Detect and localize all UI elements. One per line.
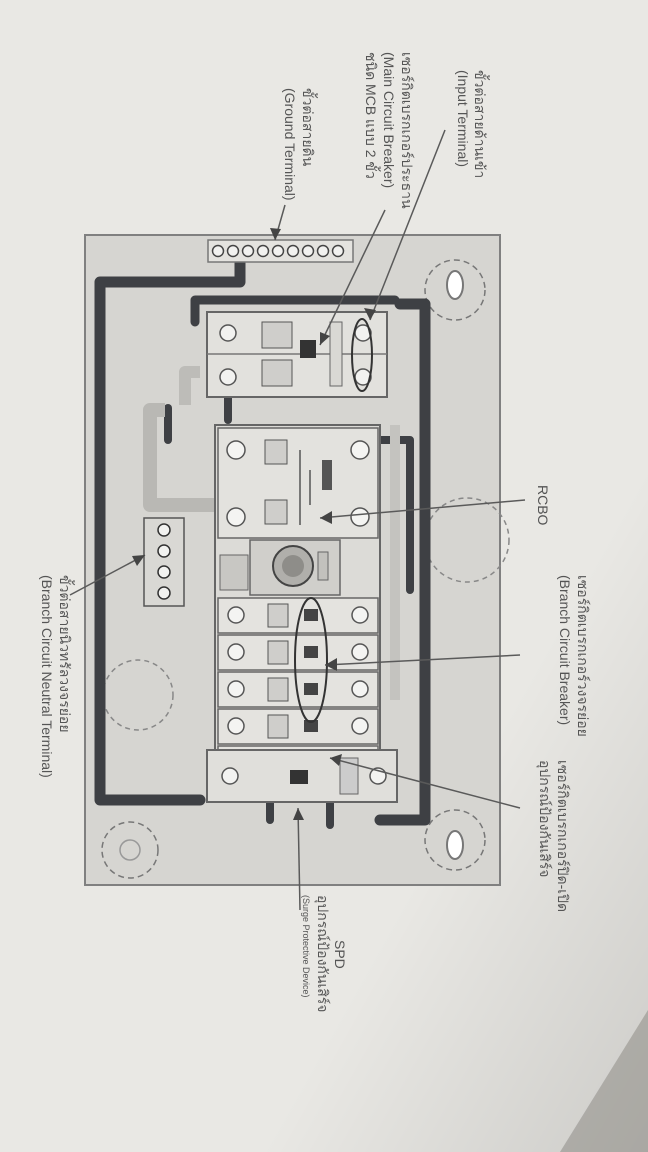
timer-device — [249, 539, 341, 596]
rcbo-device — [217, 427, 379, 539]
branch-breaker-module — [217, 671, 379, 708]
label-input-terminal-th: ขั้วต่อสายด้านเข้า — [472, 70, 490, 178]
label-ground-terminal-en: (Ground Terminal) — [282, 88, 298, 201]
main-circuit-breaker — [206, 311, 388, 398]
ground-screw — [301, 244, 315, 258]
branch-neutral-terminal-bar — [143, 517, 185, 607]
label-spd-th: อุปกรณ์ป้องกันเสิร์จ — [314, 895, 331, 1013]
label-ground-terminal-th: ขั้วต่อสายดิน — [300, 88, 318, 167]
leader-spd — [297, 807, 301, 911]
knockout-right — [424, 497, 510, 583]
cable-runs-light — [143, 366, 400, 700]
leader-main-breaker — [319, 209, 386, 346]
breaker-row — [214, 424, 381, 786]
mounting-hole-top-right — [424, 259, 486, 321]
label-neutral-en: (Branch Circuit Neutral Terminal) — [39, 575, 55, 778]
mounting-hole-bottom-right — [424, 809, 486, 871]
ground-screw — [316, 244, 330, 258]
label-rcbo: RCBO — [535, 485, 551, 526]
neutral-screw — [157, 565, 171, 579]
branch-breaker-highlight — [294, 597, 328, 723]
ground-screw — [271, 244, 285, 258]
arrow-heads — [132, 228, 376, 820]
branch-breaker-module — [217, 597, 379, 634]
spd-device — [206, 749, 398, 803]
label-main-breaker-type: ชนิด MCB แบบ 2 ขั้ว — [363, 52, 381, 179]
ground-terminal-bar — [207, 239, 354, 263]
ground-screw — [241, 244, 255, 258]
ground-screw — [256, 244, 270, 258]
label-spd-en: (Surge Protective Device) — [301, 895, 311, 998]
ground-screw — [211, 244, 225, 258]
leader-onoff — [329, 757, 521, 809]
ground-screw — [331, 244, 345, 258]
label-onoff-breaker-th2: อุปกรณ์ป้องกันเสิร์จ — [536, 760, 553, 878]
label-main-breaker-th: เซอร์กิตเบรกเกอร์ประธาน — [399, 52, 415, 209]
label-onoff-breaker-th1: เซอร์กิตเบรกเกอร์ปิด-เปิด — [555, 760, 571, 912]
knockout-bottom-left — [101, 821, 159, 879]
cable-runs — [94, 256, 431, 829]
label-main-breaker-en: (Main Circuit Breaker) — [381, 52, 397, 188]
neutral-screw — [157, 586, 171, 600]
leader-branch — [324, 654, 521, 666]
label-neutral-th: ขั้วต่อสายนิวทรัลวงจรย่อย — [57, 575, 75, 733]
leader-lines — [69, 129, 526, 911]
ground-screw — [226, 244, 240, 258]
leader-rcbo — [319, 499, 526, 519]
branch-breaker-module — [217, 634, 379, 671]
neutral-screw — [157, 544, 171, 558]
label-branch-breaker-th: เซอร์กิตเบรกเกอร์วงจรย่อย — [575, 575, 591, 737]
label-input-terminal-en: (Input Terminal) — [455, 70, 471, 167]
leader-neutral — [69, 554, 146, 596]
leader-input — [369, 129, 446, 321]
label-branch-breaker-en: (Branch Circuit Breaker) — [557, 575, 573, 725]
ground-screw — [286, 244, 300, 258]
label-spd: SPD — [332, 940, 348, 969]
neutral-screw — [157, 523, 171, 537]
branch-breaker-module — [217, 708, 379, 745]
